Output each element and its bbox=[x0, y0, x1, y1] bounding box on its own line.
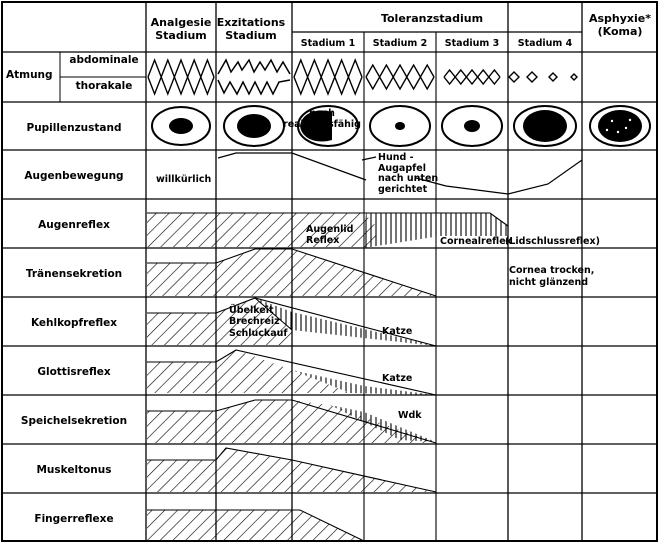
annotation-noch-reaktionsfaehig: noch reaktionsfähig bbox=[283, 108, 361, 130]
pupil-speckle bbox=[616, 130, 620, 134]
header-exzitations-stadium: Exzitations Stadium bbox=[216, 16, 286, 43]
pupil-analgesie-iris bbox=[169, 118, 193, 134]
annotation-willkuerlich: willkürlich bbox=[156, 174, 212, 185]
augenreflex-hatch bbox=[147, 213, 376, 247]
atmung-small-diamond bbox=[508, 71, 520, 83]
header-stadium-1: Stadium 1 bbox=[300, 38, 356, 49]
header-analgesie-stadium: Analgesie Stadium bbox=[150, 16, 212, 43]
finger-hatch bbox=[147, 510, 364, 541]
row-label-muskeltonus: Muskeltonus bbox=[36, 464, 112, 476]
row-label-abdominale: abdominale bbox=[69, 54, 139, 66]
kehlkopf-outline bbox=[147, 297, 437, 347]
atmung-diamonds-stadium-1 bbox=[293, 58, 363, 96]
atmung-small-diamond bbox=[526, 71, 538, 83]
pupil-stadium-3-iris bbox=[464, 120, 480, 132]
header-stadium-4: Stadium 4 bbox=[517, 38, 573, 49]
row-label-traenensekretion: Tränensekretion bbox=[25, 268, 123, 280]
header-stadium-3: Stadium 3 bbox=[444, 38, 500, 49]
augenbewegung-line-1 bbox=[217, 152, 367, 181]
atmung-diamonds-stadium-2 bbox=[365, 63, 435, 91]
atmung-zigzag-top-exzitation bbox=[217, 58, 291, 75]
pupil-stadium-2-iris bbox=[395, 122, 405, 130]
header-asphyxie-koma: Asphyxie* (Koma) bbox=[588, 12, 652, 39]
finger-outline bbox=[147, 509, 365, 542]
annotation-lidschlussreflex: (Lidschlussreflex) bbox=[505, 236, 600, 247]
pupil-stadium-3-eye bbox=[441, 105, 503, 147]
annotation-katze-kehlkopf: Katze bbox=[382, 326, 413, 337]
speichel-vertical-hatch bbox=[330, 405, 436, 442]
pupil-speckle bbox=[624, 126, 628, 130]
augenreflex-outline bbox=[147, 212, 509, 227]
muskel-outline bbox=[147, 447, 437, 493]
pupil-speckle bbox=[610, 119, 614, 123]
atmung-diamonds-stadium-3 bbox=[443, 68, 501, 86]
speichel-outline bbox=[147, 399, 437, 444]
annotation-uebelkeit-brechreiz: Übelkeit Brechreiz Schluckauf bbox=[229, 305, 288, 339]
row-label-pupillenzustand: Pupillenzustand bbox=[26, 122, 122, 134]
row-label-atmung: Atmung bbox=[6, 69, 53, 81]
pupil-stadium-4-eye bbox=[513, 105, 577, 147]
pupil-asphyxie-eye bbox=[589, 105, 651, 147]
row-label-fingerreflexe: Fingerreflexe bbox=[34, 513, 114, 525]
kehlkopf-hatch bbox=[147, 298, 292, 345]
annotation-cornealreflex: Cornealreflex bbox=[440, 236, 512, 247]
atmung-small-diamond bbox=[570, 73, 578, 81]
header-toleranzstadium: Toleranzstadium bbox=[380, 12, 484, 25]
header-stadium-2: Stadium 2 bbox=[372, 38, 428, 49]
pupil-exzitation-iris bbox=[237, 114, 271, 138]
row-label-kehlkopfreflex: Kehlkopfreflex bbox=[30, 317, 118, 329]
pupil-stadium-1-eye bbox=[297, 105, 359, 147]
pupil-asphyxie-iris bbox=[598, 110, 642, 142]
glottis-outline bbox=[147, 349, 437, 396]
pupil-stadium-1-iris bbox=[300, 110, 332, 142]
pupil-speckle bbox=[605, 128, 609, 132]
atmung-small-diamond bbox=[548, 72, 558, 82]
augenbewegung-line-3 bbox=[415, 159, 583, 195]
pupil-exzitation-eye bbox=[223, 105, 285, 147]
row-label-augenreflex: Augenreflex bbox=[38, 219, 110, 231]
atmung-diamonds-analgesie bbox=[147, 58, 215, 96]
pupil-analgesie-eye bbox=[151, 106, 211, 146]
pupil-stadium-2-eye bbox=[369, 105, 431, 147]
row-label-speichelsekretion: Speichelsekretion bbox=[20, 415, 128, 427]
annotation-augenlid-reflex: Augenlid Reflex bbox=[306, 224, 354, 246]
pupil-speckle bbox=[628, 118, 632, 122]
glottis-hatch bbox=[147, 350, 350, 393]
traenen-outline bbox=[147, 248, 437, 297]
row-label-glottisreflex: Glottisreflex bbox=[37, 366, 111, 378]
row-label-thorakale: thorakale bbox=[75, 80, 133, 92]
annotation-katze-glottis: Katze bbox=[382, 373, 413, 384]
atmung-zigzag-bottom-exzitation bbox=[217, 79, 291, 96]
annotation-cornea-trocken: Cornea trocken, nicht glänzend bbox=[509, 265, 595, 288]
pupil-stadium-4-iris bbox=[523, 110, 567, 142]
annotation-hund-augapfel: Hund - Augapfel nach unten gerichtet bbox=[378, 152, 439, 195]
annotation-wdk: Wdk bbox=[398, 410, 422, 421]
row-label-augenbewegung: Augenbewegung bbox=[24, 170, 124, 182]
kehlkopf-vertical-hatch bbox=[255, 298, 436, 346]
